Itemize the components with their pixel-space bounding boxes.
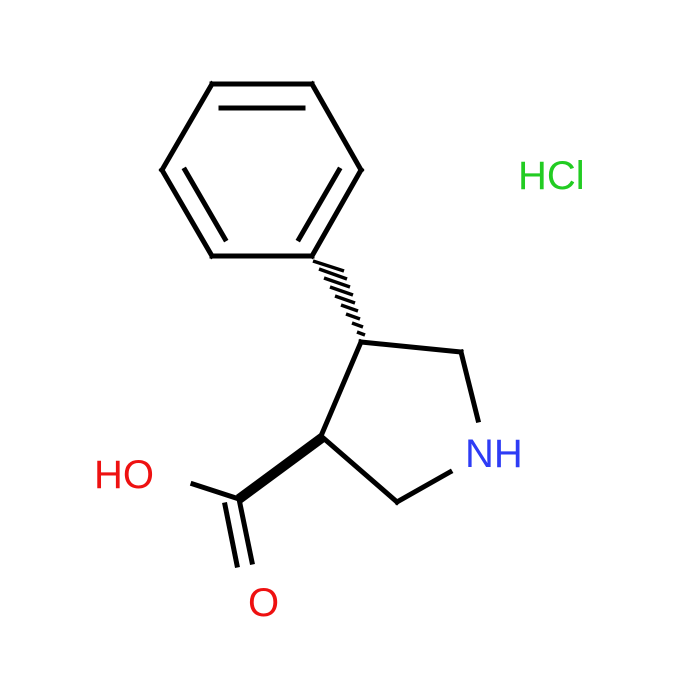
c-o-double-bond	[222, 502, 240, 568]
ring-bond	[317, 338, 365, 440]
hydroxyl-label: HO	[94, 453, 154, 497]
c-oh-bond	[189, 480, 243, 503]
carboxyl-group	[189, 480, 255, 568]
hashed-wedge-bond	[312, 259, 366, 337]
carbonyl-oxygen-label: O	[248, 581, 279, 625]
nitrogen-label: NH	[465, 432, 523, 476]
aromatic-inner-bond	[181, 166, 229, 243]
phenyl-ring	[158, 80, 365, 260]
ring-bond	[308, 166, 365, 260]
ring-bond	[158, 166, 216, 260]
ring-bond	[457, 348, 482, 424]
solid-wedge-bond	[236, 433, 326, 503]
ring-bond	[358, 339, 464, 355]
ring-bond	[158, 80, 216, 174]
ring-bond	[308, 80, 365, 174]
aromatic-inner-bond	[295, 166, 343, 243]
pyrrolidine-ring	[317, 338, 482, 506]
ring-bond	[393, 468, 454, 506]
c-o-double-bond	[236, 496, 255, 565]
salt-label: HCl	[518, 154, 585, 198]
ring-bond	[317, 432, 401, 506]
